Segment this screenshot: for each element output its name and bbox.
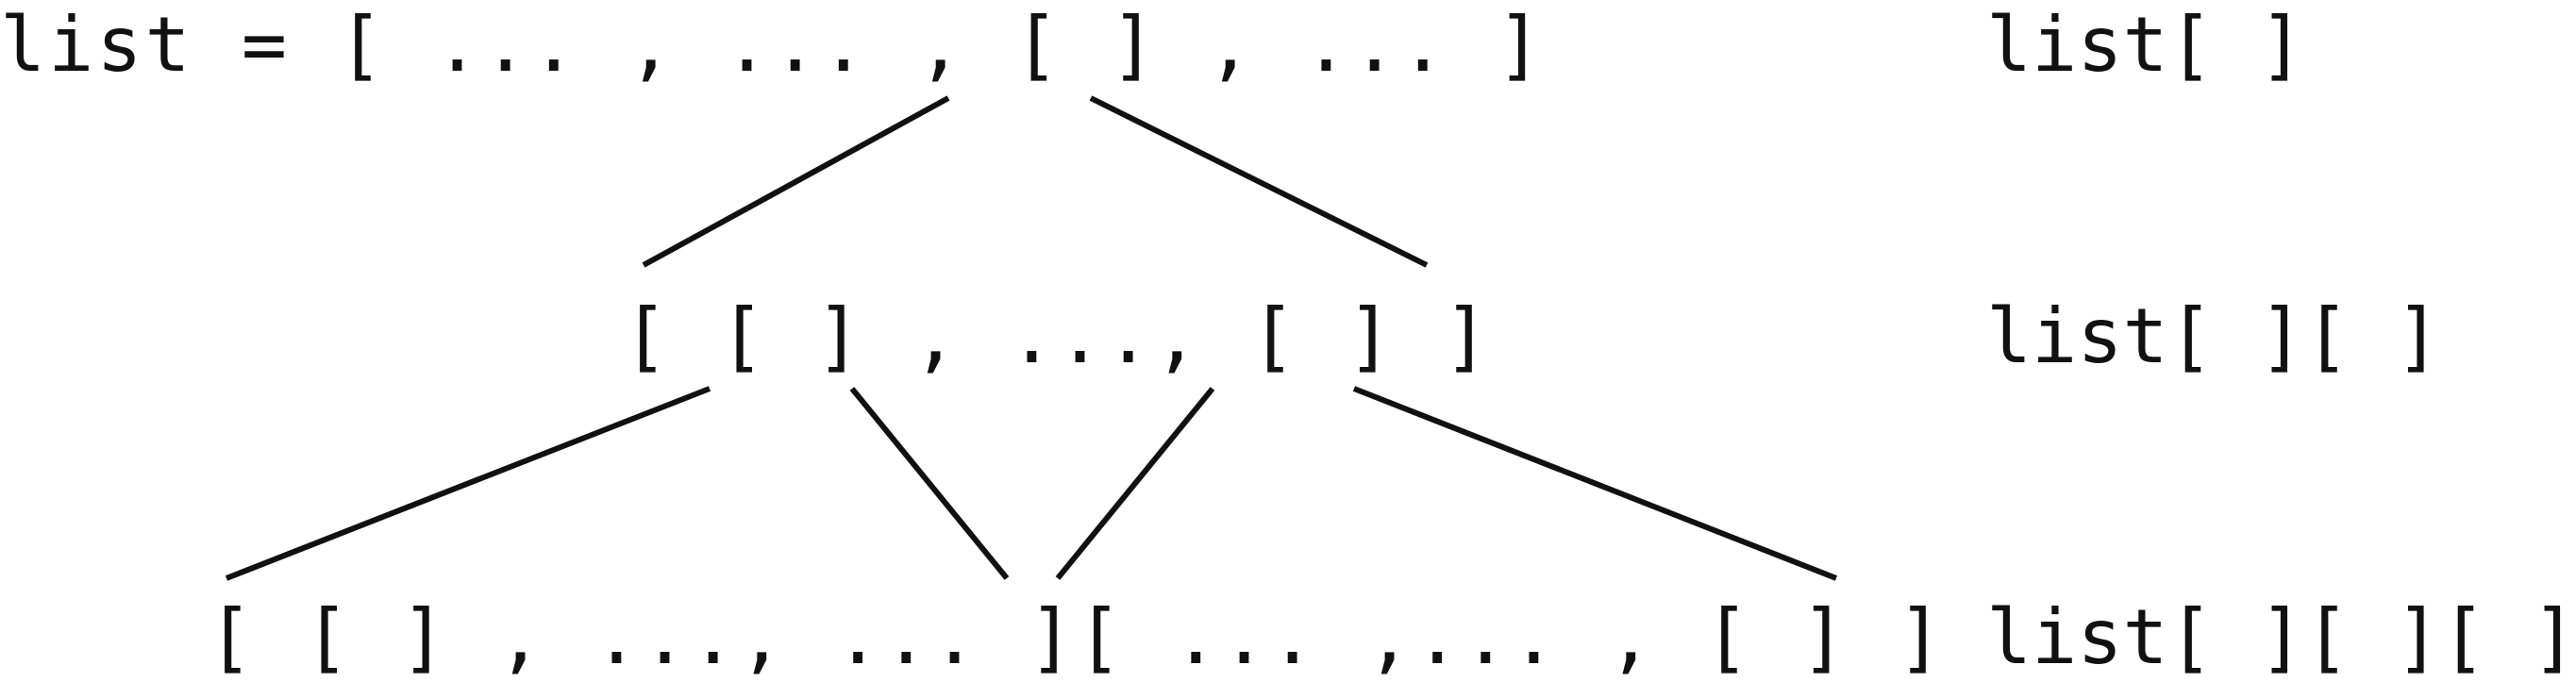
- middle-expression: [ [ ] , ..., [ ] ]: [623, 292, 1492, 380]
- connector-line: [1089, 95, 1429, 268]
- middle-level-label: list[ ][ ]: [1986, 292, 2441, 380]
- connector-line: [1055, 387, 1215, 580]
- top-expression: list = [ ... , ... , [ ] , ... ]: [0, 1, 1546, 89]
- bottom-expression: [ [ ] , ..., ... ][ ... ,... , [ ] ]: [208, 593, 1946, 681]
- bottom-level-label: list[ ][ ][ ]: [1986, 593, 2576, 681]
- connector-line: [642, 95, 950, 268]
- connector-line: [849, 387, 1010, 580]
- top-level-label: list[ ]: [1986, 1, 2305, 89]
- connector-line: [1352, 386, 1838, 581]
- connector-line: [225, 386, 711, 581]
